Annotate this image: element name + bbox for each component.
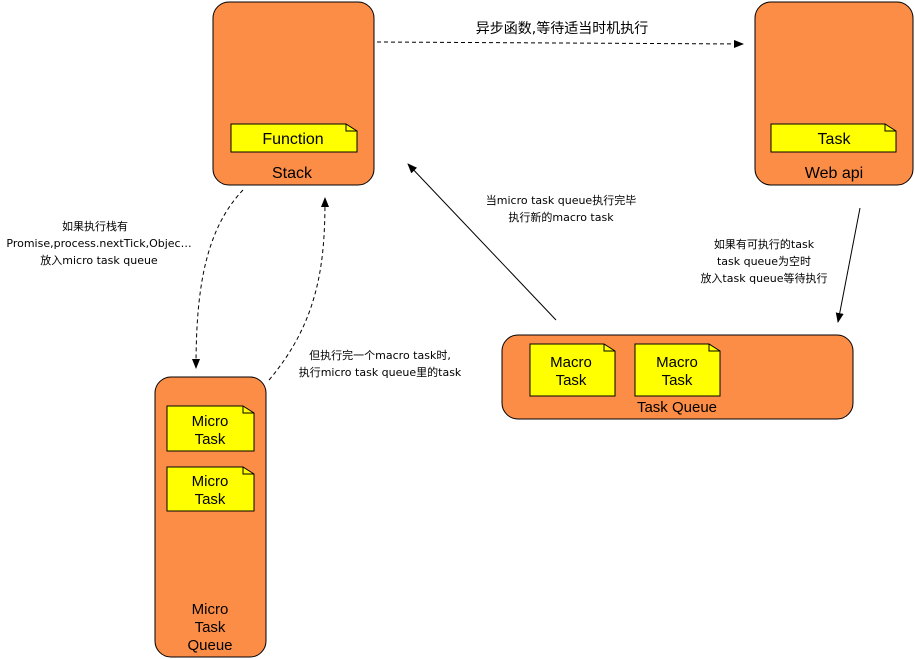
macro-task-note-1-shape: [529, 343, 616, 397]
function-note: Function: [230, 123, 358, 153]
micro-task-note-1-fold: [242, 406, 254, 414]
macro-task-note-2: Macro Task: [634, 343, 721, 397]
edge-taskqueue-to-stack-label-line2: 执行新的macro task: [508, 210, 614, 224]
micro-task-note-2-line1: Micro: [192, 473, 229, 490]
web-api-label: Web api: [805, 165, 863, 182]
web-api-box: [754, 1, 914, 186]
edge-taskqueue-to-stack-label-line1: 当micro task queue执行完毕: [486, 193, 636, 207]
stack-box: [212, 1, 375, 186]
edge-taskqueue-to-stack: 当micro task queue执行完毕 执行新的macro task: [407, 163, 636, 321]
edge-webapi-to-taskqueue-label-line2: task queue为空时: [717, 254, 811, 268]
macro-task-note-1-line1: Macro: [550, 354, 592, 371]
function-note-shape: [230, 123, 358, 153]
task-queue-node: Macro Task Macro Task Task Queue: [501, 334, 854, 420]
micro-task-note-1-line2: Task: [195, 431, 226, 448]
task-note-fold: [884, 124, 896, 132]
macro-task-note-2-fold: [708, 344, 720, 352]
micro-task-queue-label-line3: Queue: [187, 637, 232, 654]
micro-task-note-2-line2: Task: [195, 491, 226, 508]
edge-micro-to-stack-label-line2: 执行micro task queue里的task: [299, 365, 462, 379]
macro-task-note-2-line1: Macro: [656, 354, 698, 371]
function-note-fold: [345, 124, 357, 132]
edge-stack-to-webapi-line: [376, 39, 744, 48]
micro-task-queue-node: Micro Task Micro Task Micro Task Queue: [154, 376, 267, 658]
edge-stack-to-micro-label-line2: Promise,process.nextTick,Objec…: [6, 237, 191, 250]
edge-micro-to-stack: 但执行完一个macro task时, 执行micro task queue里的t…: [268, 197, 462, 381]
edge-stack-to-webapi-label: 异步函数,等待适当时机执行: [476, 20, 648, 37]
micro-task-note-2-shape: [166, 466, 255, 512]
task-note-label: Task: [818, 131, 852, 148]
micro-task-queue-label-line2: Task: [195, 619, 226, 636]
function-note-label: Function: [262, 131, 323, 148]
micro-task-note-1-shape: [166, 405, 255, 452]
edge-webapi-to-taskqueue-label-line1: 如果有可执行的task: [714, 237, 815, 251]
macro-task-note-1-fold: [603, 344, 615, 352]
micro-task-note-2-fold: [242, 467, 254, 475]
edge-micro-to-stack-label-line1: 但执行完一个macro task时,: [309, 348, 451, 362]
edge-stack-to-micro-label-line3: 放入micro task queue: [40, 253, 158, 267]
macro-task-note-2-line2: Task: [662, 372, 693, 389]
macro-task-note-1: Macro Task: [529, 343, 616, 397]
web-api-node: Task Web api: [754, 1, 914, 186]
task-note-shape: [770, 123, 897, 153]
task-queue-label: Task Queue: [637, 399, 717, 416]
micro-task-note-1-line1: Micro: [192, 413, 229, 430]
task-note: Task: [770, 123, 897, 153]
macro-task-note-1-line2: Task: [556, 372, 587, 389]
macro-task-note-2-shape: [634, 343, 721, 397]
stack-node: Function Stack: [212, 1, 375, 186]
micro-task-note-1: Micro Task: [166, 405, 255, 452]
micro-task-note-2: Micro Task: [166, 466, 255, 512]
edge-webapi-to-taskqueue-line: [835, 207, 861, 323]
edge-stack-to-webapi: 异步函数,等待适当时机执行: [376, 20, 744, 48]
edge-stack-to-micro: 如果执行栈有 Promise,process.nextTick,Objec… 放…: [6, 189, 244, 369]
edge-stack-to-micro-line: [192, 189, 244, 369]
micro-task-queue-label-line1: Micro: [192, 601, 229, 618]
edge-taskqueue-to-stack-line: [407, 163, 557, 321]
stack-label: Stack: [272, 165, 313, 182]
edge-webapi-to-taskqueue: 如果有可执行的task task queue为空时 放入task queue等待…: [700, 207, 861, 323]
edge-stack-to-micro-label-line1: 如果执行栈有: [62, 219, 128, 233]
edge-webapi-to-taskqueue-label-line3: 放入task queue等待执行: [700, 271, 827, 285]
